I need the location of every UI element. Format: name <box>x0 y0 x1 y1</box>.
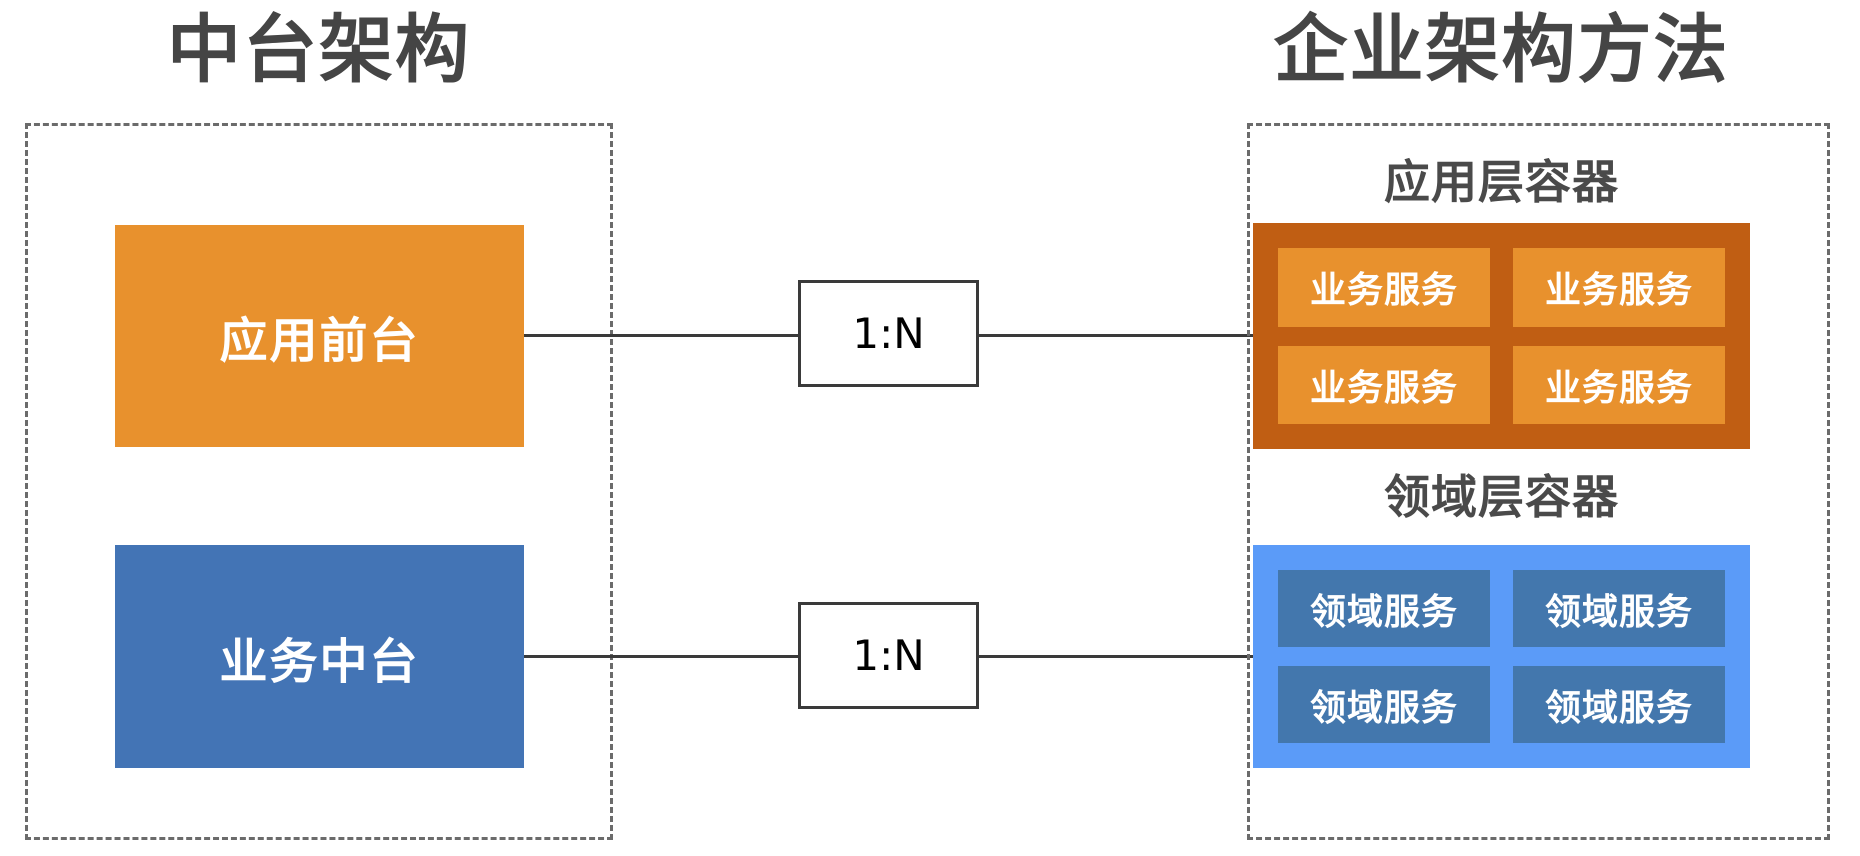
business-service-node: 业务服务 <box>1278 248 1490 327</box>
domain-service-label: 领域服务 <box>1544 687 1693 729</box>
domain-service-node: 领域服务 <box>1513 666 1725 743</box>
business-service-node: 业务服务 <box>1513 248 1725 327</box>
domain-service-node: 领域服务 <box>1513 570 1725 647</box>
business-service-label: 业务服务 <box>1544 367 1693 409</box>
relation-box-top: 1:N <box>798 280 979 387</box>
app-layer-label: 应用层容器 <box>1384 155 1619 209</box>
business-service-label: 业务服务 <box>1309 367 1458 409</box>
domain-service-node: 领域服务 <box>1278 666 1490 743</box>
business-service-node: 业务服务 <box>1513 345 1725 424</box>
business-service-label: 业务服务 <box>1544 270 1693 312</box>
connector-top-right <box>979 334 1253 337</box>
right-panel-title: 企业架构方法 <box>1273 7 1730 93</box>
domain-layer-label: 领域层容器 <box>1384 470 1619 524</box>
business-service-node: 业务服务 <box>1278 345 1490 424</box>
business-midplatform-label: 业务中台 <box>219 633 420 690</box>
domain-service-label: 领域服务 <box>1309 591 1458 633</box>
domain-layer-container: 领域服务 领域服务 领域服务 领域服务 <box>1253 545 1750 768</box>
domain-service-node: 领域服务 <box>1278 570 1490 647</box>
app-layer-container: 业务服务 业务服务 业务服务 业务服务 <box>1253 223 1750 449</box>
left-dashed-group <box>25 123 613 840</box>
domain-service-label: 领域服务 <box>1544 591 1693 633</box>
connector-top-left <box>524 334 798 337</box>
domain-service-label: 领域服务 <box>1309 687 1458 729</box>
left-panel-title: 中台架构 <box>167 7 471 93</box>
relation-top-label: 1:N <box>852 309 925 358</box>
app-frontend-node: 应用前台 <box>115 225 524 447</box>
app-frontend-label: 应用前台 <box>219 313 420 369</box>
business-service-label: 业务服务 <box>1309 270 1458 312</box>
connector-bottom-right <box>979 655 1253 658</box>
relation-box-bottom: 1:N <box>798 602 979 709</box>
relation-bottom-label: 1:N <box>852 631 925 680</box>
right-dashed-group <box>1247 123 1830 840</box>
business-midplatform-node: 业务中台 <box>115 545 524 768</box>
connector-bottom-left <box>524 655 798 658</box>
